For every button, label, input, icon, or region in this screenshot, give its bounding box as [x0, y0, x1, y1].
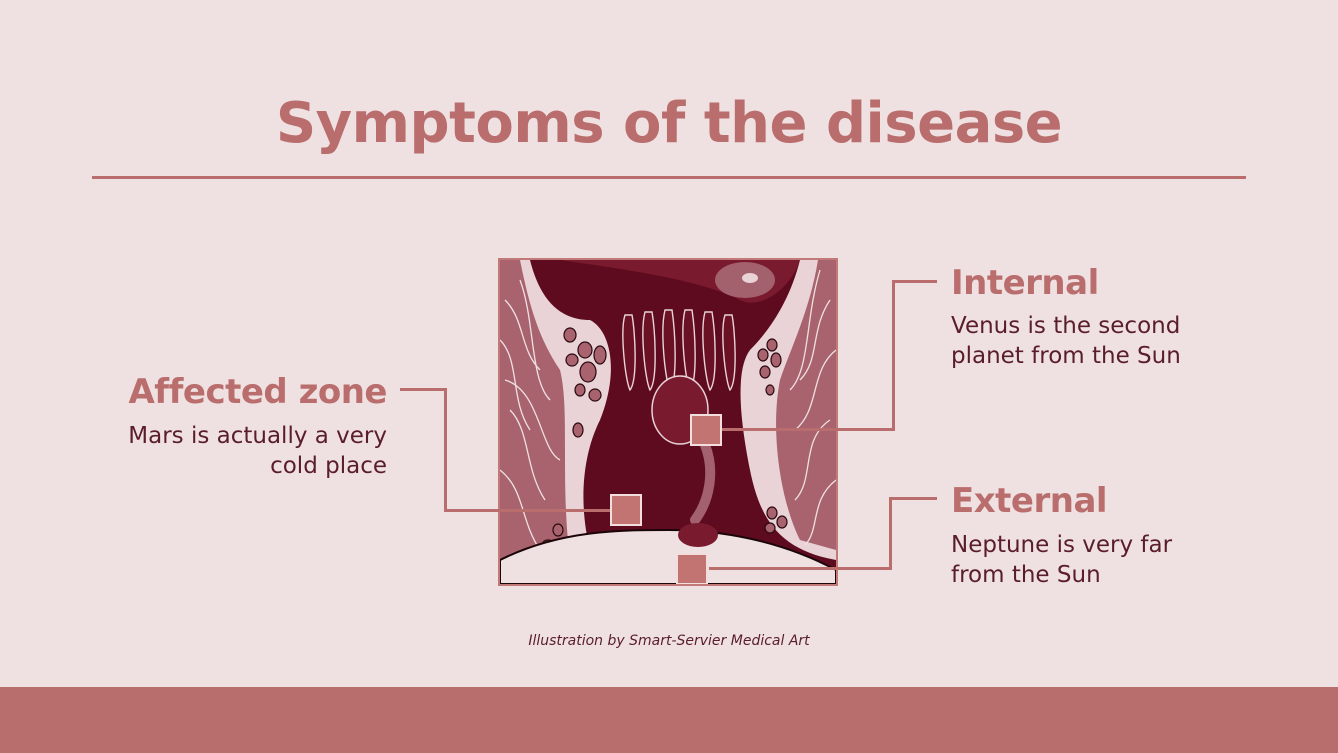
connector-line-internal	[892, 280, 895, 431]
callout-description: from the Sun	[951, 562, 1101, 588]
callout-description: cold place	[270, 453, 387, 479]
affected-zone-marker	[610, 494, 642, 526]
callout-description: planet from the Sun	[951, 343, 1181, 369]
anatomy-cross-section-graphic	[500, 260, 836, 584]
connector-line-external	[889, 497, 937, 500]
connector-line-external	[889, 497, 892, 570]
callout-description: Venus is the second	[951, 313, 1181, 339]
illustration-credit: Illustration by Smart-Servier Medical Ar…	[528, 633, 810, 649]
internal-marker	[690, 414, 722, 446]
footer-band	[0, 687, 1338, 753]
callout-description: Mars is actually a very	[128, 423, 387, 449]
anatomy-illustration	[498, 258, 838, 586]
external-marker	[676, 553, 708, 584]
connector-line-external	[709, 567, 892, 570]
callout-heading: External	[951, 481, 1108, 521]
connector-line-affected	[400, 388, 446, 391]
connector-line-internal	[892, 280, 937, 283]
callout-heading: Affected zone	[128, 372, 387, 412]
connector-line-affected	[444, 509, 610, 512]
callout-description: Neptune is very far	[951, 532, 1173, 558]
connector-line-internal	[722, 428, 895, 431]
title-divider	[92, 176, 1246, 179]
connector-line-affected	[444, 388, 447, 511]
slide-title: Symptoms of the disease	[275, 91, 1063, 156]
callout-heading: Internal	[951, 263, 1099, 303]
